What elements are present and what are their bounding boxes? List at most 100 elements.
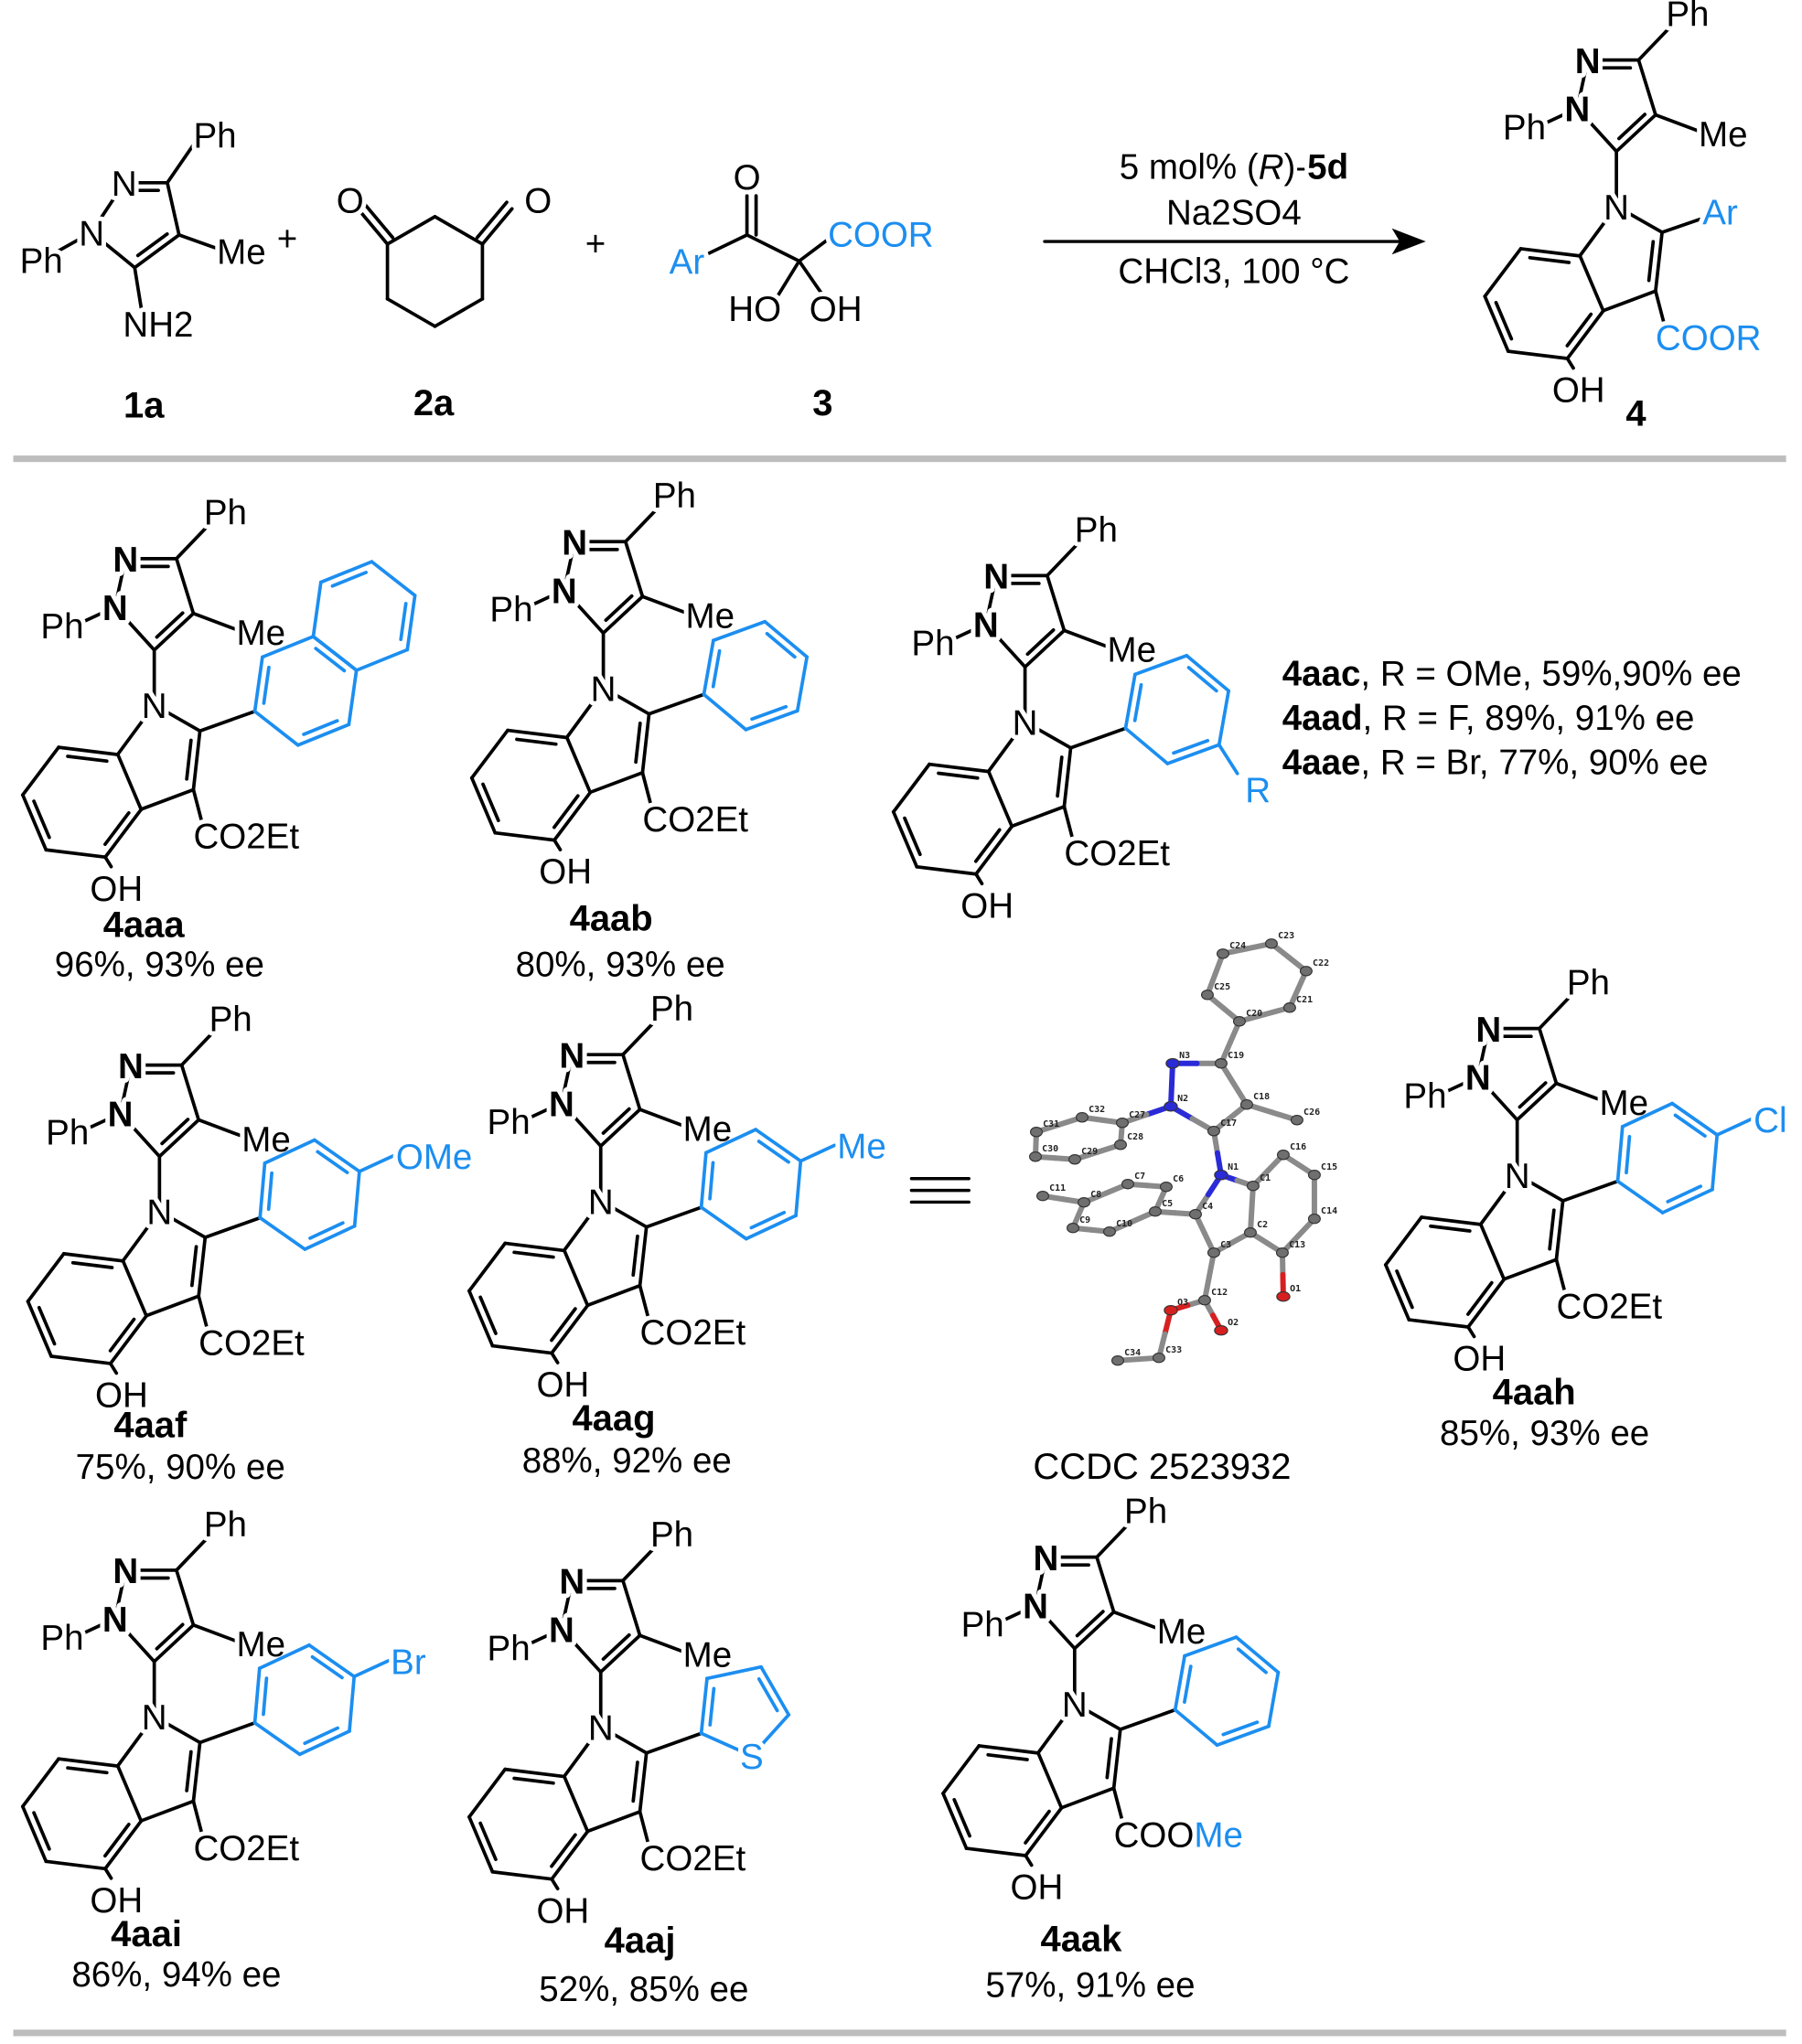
arrow-head-icon [1391,228,1426,255]
crystal-atom [1075,1112,1089,1123]
bond [1105,1737,1113,1780]
bond [303,1224,357,1251]
compound-id: 4aae [1282,743,1361,782]
nitrogen-label: N [591,669,617,709]
bond [139,787,196,811]
bond [103,810,131,847]
bond [90,230,137,270]
bond [1554,1257,1566,1291]
atom-label: C21 [1296,995,1313,1005]
bond [638,1633,684,1653]
bond [1395,1269,1414,1310]
bond [1654,112,1700,133]
crystal-atom [1077,1197,1090,1208]
text-part: 5d [1307,148,1348,187]
ester-methyl: Me [1194,1815,1243,1855]
bond [552,838,563,851]
bond [977,1744,1040,1755]
bond [1383,1263,1411,1322]
compound-id: 4aag [572,1398,655,1439]
bond [903,816,922,857]
bond [490,1343,554,1355]
bond [797,235,832,263]
bond [915,864,978,876]
bond [90,180,126,234]
nitrogen-label: N [1604,188,1629,228]
methyl-label: Me [683,1636,733,1675]
bond [1023,720,1073,750]
bond [704,1128,758,1155]
bond [261,635,316,659]
yield-ee-label: , R = F, 89%, 91% ee [1363,699,1695,738]
bond [152,1714,202,1745]
bond [1236,1647,1268,1675]
bond [1215,1724,1271,1748]
phenyl-label: Ph [209,1000,252,1039]
bond [973,828,1002,863]
bond [644,1731,703,1755]
bond [1062,628,1108,648]
bond [166,180,181,237]
nitrogen-label: N [1505,1157,1530,1196]
bond [348,1675,357,1733]
bond [794,1159,803,1218]
bond [66,754,109,764]
atom-label: C23 [1278,931,1294,941]
bond [115,1764,144,1824]
bond [166,139,198,185]
nitrogen-label: N [118,1047,144,1086]
bond [983,622,1027,669]
bond [552,790,593,842]
crystal-atom [1216,948,1229,959]
crystal-atom [1102,1226,1116,1237]
sulfur-label: S [740,1738,764,1777]
bond [604,594,634,622]
nitrogen-label: N [549,1611,574,1650]
bond [1494,301,1514,341]
atom-label: C24 [1229,941,1246,951]
bond [490,1869,554,1881]
ester-part: COO [1114,1815,1195,1855]
yield-ee-label: 86%, 94% ee [71,1955,281,1995]
nitrogen-label: N [1034,1539,1059,1578]
bond [621,1547,655,1583]
phenyl-label: Ph [46,1114,89,1153]
bond [598,1633,642,1675]
bond [1173,1653,1186,1712]
crystal-atom [1159,1182,1173,1193]
atom-label: C31 [1043,1119,1059,1129]
bond [469,728,509,780]
bond [330,571,368,588]
bond [1636,27,1671,62]
crystal-atom [1246,1181,1260,1192]
bond [1554,1081,1600,1101]
crystal-atom [1115,1118,1129,1129]
phenyl-label: Ph [1403,1077,1446,1117]
atom-label: C20 [1246,1009,1262,1019]
bond [197,1236,208,1299]
crystal-atom [1239,1099,1253,1110]
phenyl-label: Ph [488,1629,531,1668]
atom-label: C14 [1321,1206,1337,1216]
ester-label: CO2Et [193,818,299,857]
bond [562,1725,603,1779]
nitrogen-label: N [973,605,999,645]
bond [32,1811,51,1851]
bond [1062,745,1073,808]
bond [469,776,498,835]
bond [1420,1215,1483,1226]
bond [358,1153,395,1173]
bond [624,508,658,544]
bond [185,738,193,781]
bond [115,702,156,756]
bond [1636,58,1657,117]
bond [564,735,593,795]
bond [1024,1809,1051,1845]
text-part: R [1259,148,1284,187]
bond [1407,1318,1470,1329]
amine-label: NH2 [123,305,193,345]
bond [262,1676,269,1717]
bond [1483,247,1523,298]
bond [316,1150,349,1174]
